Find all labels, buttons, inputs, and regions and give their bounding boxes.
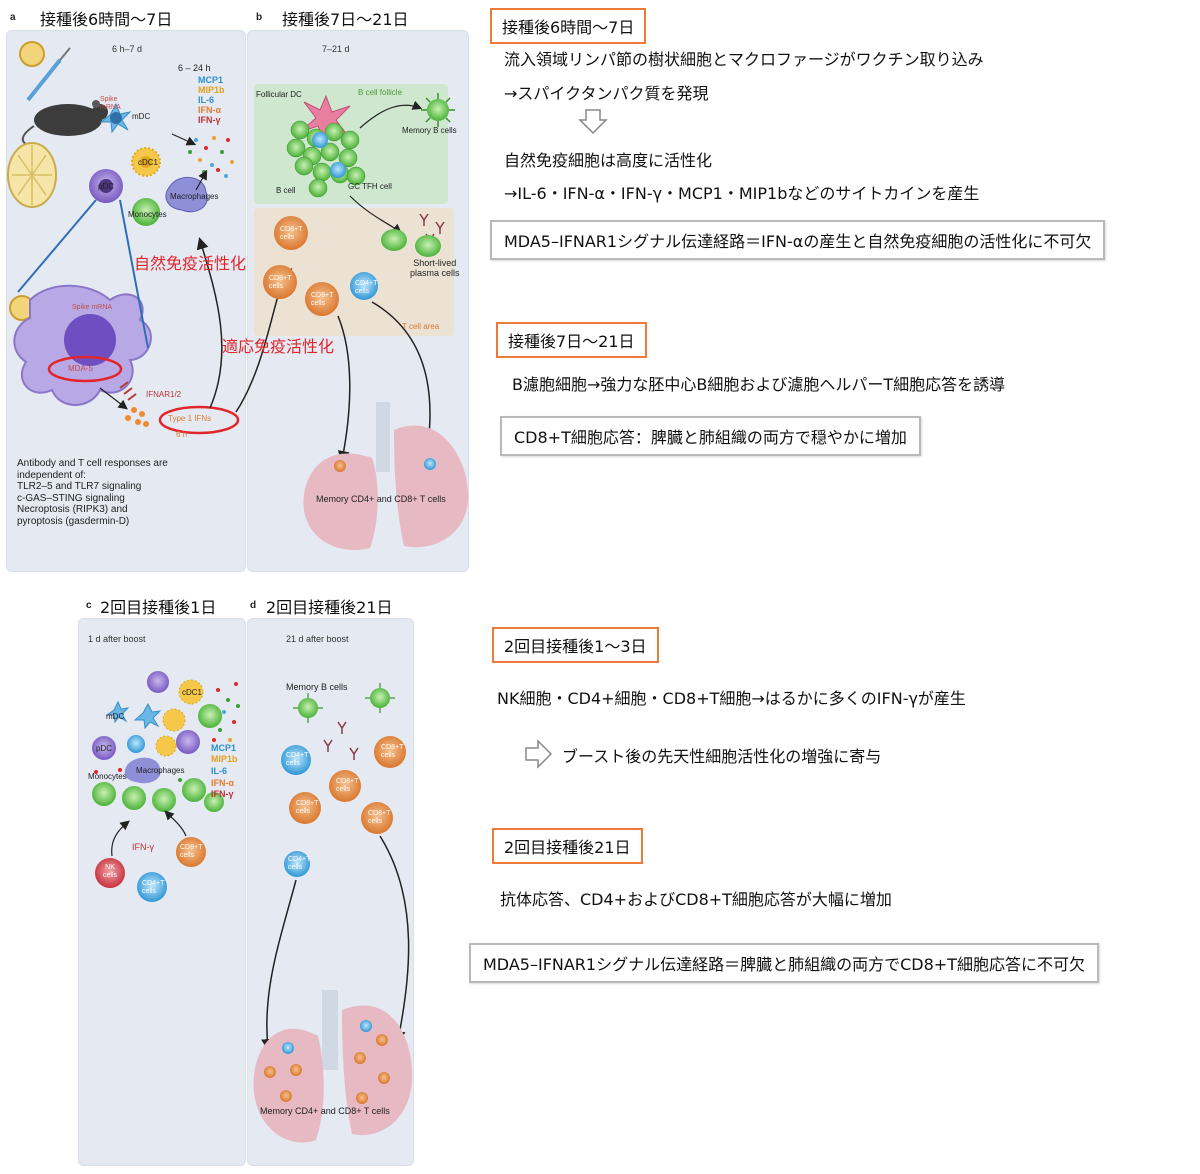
macrophages-label: Macrophages [170,192,219,201]
sec1-line3: 自然免疫細胞は高度に活性化 [504,151,713,170]
type1-ifns-label: Type 1 IFNs [168,414,212,423]
panel-a-cyto-ifna: IFN-α [198,105,222,115]
pdc-label-c: pDC [96,744,113,753]
panel-d-time: 21 d after boost [286,634,349,644]
lymph-node-icon [7,142,57,208]
sec1-box: MDA5–IFNAR1シグナル伝達経路＝IFN-αの産生と自然免疫細胞の活性化に… [490,220,1106,260]
panel-b-tag: b [256,12,263,23]
spike-mrna-label-2: Spike mRNA [72,304,113,311]
sec1-line2: →スパイクタンパク質を発現 [504,84,709,103]
adaptive-activation-label: 適応免疫活性化 [222,337,335,356]
sec1-line4: →IL-6・IFN-α・IFN-γ・MCP1・MIP1bなどのサイトカインを産生 [504,184,980,203]
sec1-line1: 流入領域リンパ節の樹状細胞とマクロファージがワクチン取り込み [504,50,984,69]
monocytes-label-c: Monocytes [88,772,127,781]
panel-c-cyto-il6: IL-6 [211,766,228,776]
ifnar-label: IFNAR1/2 [146,390,182,399]
cdc1-label-c: cDC1 [182,688,203,697]
cd8-label-d2: CD8+T cells [336,778,359,794]
panel-a-time: 6 h–7 d [112,44,143,54]
gc-tfh-label: GC TFH cell [348,182,392,191]
cd4-label-c: CD4+T cells [142,880,165,896]
arrow-right-outline-icon [525,739,553,769]
cd4-label-d2: CD4+T cells [288,856,311,872]
ifng-label-c: IFN-γ [132,842,154,852]
panel-a-cyto-mip1b: MIP1b [198,85,225,95]
memory-tcells-label-b: Memory CD4+ and CD8+ T cells [316,494,446,504]
panel-c-time: 1 d after boost [88,634,146,644]
panel-c-cyto-mcp1: MCP1 [211,743,237,753]
mdc-label: mDC [132,112,151,121]
panel-c-cyto-ifng: IFN-γ [211,789,234,799]
spike-mrna-label: Spike mRNA [100,96,121,112]
cdc1-label: cDC1 [138,158,159,167]
sec3-title: 2回目接種後1～3日 [492,627,659,663]
b-cell-label: B cell [276,186,296,195]
panel-c-cyto-mip1b: MIP1b [211,754,238,764]
memory-b-label-d: Memory B cells [286,682,348,692]
panel-a-cyto-time: 6 – 24 h [178,63,211,73]
panel-d-tag: d [250,600,257,611]
panel-c-tag: c [86,600,92,611]
sec4-box: MDA5–IFNAR1シグナル伝達経路＝脾臓と肺組織の両方でCD8+T細胞応答に… [469,943,1099,983]
panel-a-cyto-ifng: IFN-γ [198,115,221,125]
innate-activation-label: 自然免疫活性化 [134,254,247,273]
sec3-line2: ブースト後の先天性細胞活性化の増強に寄与 [562,747,882,766]
panel-b-time: 7–21 d [322,44,350,54]
sec2-box: CD8+T細胞応答：脾臓と肺組織の両方で穏やかに増加 [500,416,921,456]
cd8-label-d4: CD8+T cells [368,810,391,826]
memory-b-label: Memory B cells [402,126,457,135]
mdc-label-c: mDC [106,712,125,721]
t-cell-area-label: T cell area [402,322,440,331]
panel-a-tag: a [10,12,16,23]
monocytes-label: Monocytes [128,210,167,219]
mouse-icon [21,100,108,147]
sec2-line1: B濾胞細胞→強力な胚中心B細胞および濾胞ヘルパーT細胞応答を誘導 [512,375,1006,394]
cytokine-dots [188,136,234,178]
panel-a-cyto-mcp1: MCP1 [198,75,224,85]
short-lived-label: Short-lived plasma cells [410,258,460,279]
panel-b-heading: 接種後7日～21日 [282,10,409,29]
six-h-label: 6 h [176,430,188,439]
independence-note: Antibody and T cell responses are indepe… [17,458,168,527]
panel-c-heading: 2回目接種後1日 [100,598,217,617]
sec2-title: 接種後7日～21日 [496,322,647,358]
macrophages-label-c: Macrophages [136,766,185,775]
sec4-title: 2回目接種後21日 [492,828,643,864]
cd8-label-d1: CD8+T cells [381,744,404,760]
pdc-label: pDC [98,182,115,191]
panel-c-cyto-ifna: IFN-α [211,778,235,788]
follicular-dc-label: Follicular DC [256,90,302,99]
cd8-label-d3: CD8+T cells [296,800,319,816]
cd4-label-d1: CD4+T cells [286,752,309,768]
lung-icon [303,402,469,551]
arrow-down-outline-icon [578,109,608,135]
sec3-line1: NK細胞・CD4+細胞・CD8+T細胞→はるかに多くのIFN-γが産生 [497,689,966,708]
sec4-line1: 抗体応答、CD4+およびCD8+T細胞応答が大幅に増加 [500,890,892,909]
mda5-label: MDA-5 [68,364,93,373]
cd8-label-b3: CD8+T cells [311,292,334,308]
panel-a-cyto-il6: IL-6 [198,95,215,105]
cd4-label-b: CD4+T cells [355,280,378,296]
syringe-icon [26,47,71,102]
b-follicle-label: B cell follicle [358,88,403,97]
memory-tcells-label-d: Memory CD4+ and CD8+ T cells [260,1106,390,1116]
cd8-label-b2: CD8+T cells [269,275,292,291]
cd8-label-c: CD8+T cells [180,844,203,860]
cd8-label-b1: CD8+T cells [280,226,303,242]
panel-a-heading: 接種後6時間～7日 [40,10,173,29]
nk-label: NK cells [103,864,118,880]
panel-d-heading: 2回目接種後21日 [266,598,393,617]
sec1-title: 接種後6時間～7日 [490,8,647,44]
